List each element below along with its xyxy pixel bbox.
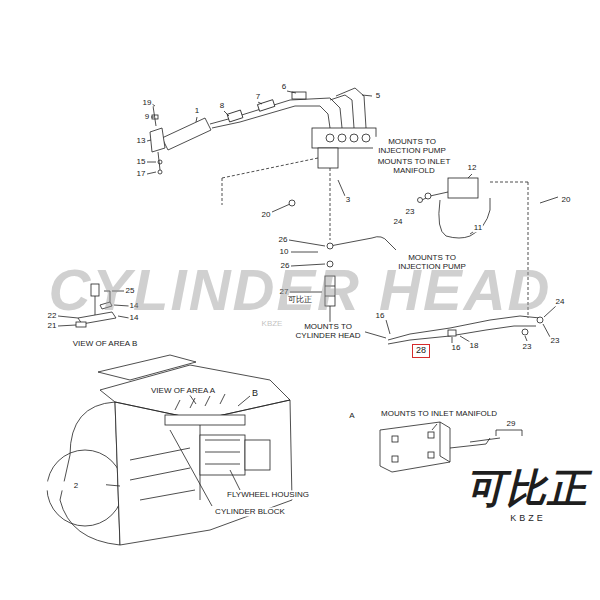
callout-number: 23: [522, 342, 533, 351]
callout-number: 7: [255, 92, 261, 101]
callout-number: 24: [555, 297, 566, 306]
callout-number: 26: [278, 235, 289, 244]
part-note: MOUNTS TO INJECTION PUMP: [373, 137, 451, 155]
part-note: A: [315, 411, 389, 420]
callout-number: VIEW OF AREA B: [72, 339, 138, 348]
callout-number: B: [251, 388, 259, 398]
callout-number: 17: [136, 169, 147, 178]
callout-number: 12: [467, 163, 478, 172]
callout-number: 可比正: [287, 295, 313, 304]
watermark: CYLINDER HEAD: [48, 257, 553, 324]
part-note: 2: [46, 481, 106, 490]
callout-number: 20: [261, 210, 272, 219]
callout-number: 10: [279, 247, 290, 256]
callout-number: CYLINDER BLOCK: [214, 507, 286, 516]
logo: KBZE: [509, 513, 547, 523]
callout-number: 6: [281, 82, 287, 91]
callout-number: FLYWHEEL HOUSING: [226, 490, 310, 499]
callout-number: 24: [393, 217, 404, 226]
highlight-box: 28: [412, 344, 430, 358]
callout-number: 15: [136, 157, 147, 166]
callout-number: 16: [451, 343, 462, 352]
callout-number: 18: [469, 341, 480, 350]
callout-number: 29: [506, 419, 517, 428]
callout-number: 1: [194, 106, 200, 115]
callout-number: 11: [473, 223, 483, 232]
callout-number: 23: [550, 336, 561, 345]
callout-number: 5: [375, 91, 381, 100]
callout-number: 19: [142, 98, 153, 107]
callout-number: 13: [136, 136, 147, 145]
part-note: MOUNTS TO INLET MANIFOLD: [375, 157, 453, 175]
callout-number: 21: [47, 321, 58, 330]
watermark: KBZE: [261, 319, 284, 328]
callout-number: 8: [219, 101, 225, 110]
logo: 可比正: [464, 465, 589, 511]
part-note: MOUNTS TO CYLINDER HEAD: [291, 322, 365, 340]
callout-number: MOUNTS TO INLET MANIFOLD: [380, 409, 498, 418]
callout-number: 28: [416, 346, 426, 356]
callout-number: 3: [345, 195, 351, 204]
callout-number: 23: [405, 207, 416, 216]
callout-number: 9: [144, 112, 150, 121]
callout-number: 20: [561, 195, 572, 204]
callout-number: VIEW OF AREA A: [150, 386, 216, 395]
